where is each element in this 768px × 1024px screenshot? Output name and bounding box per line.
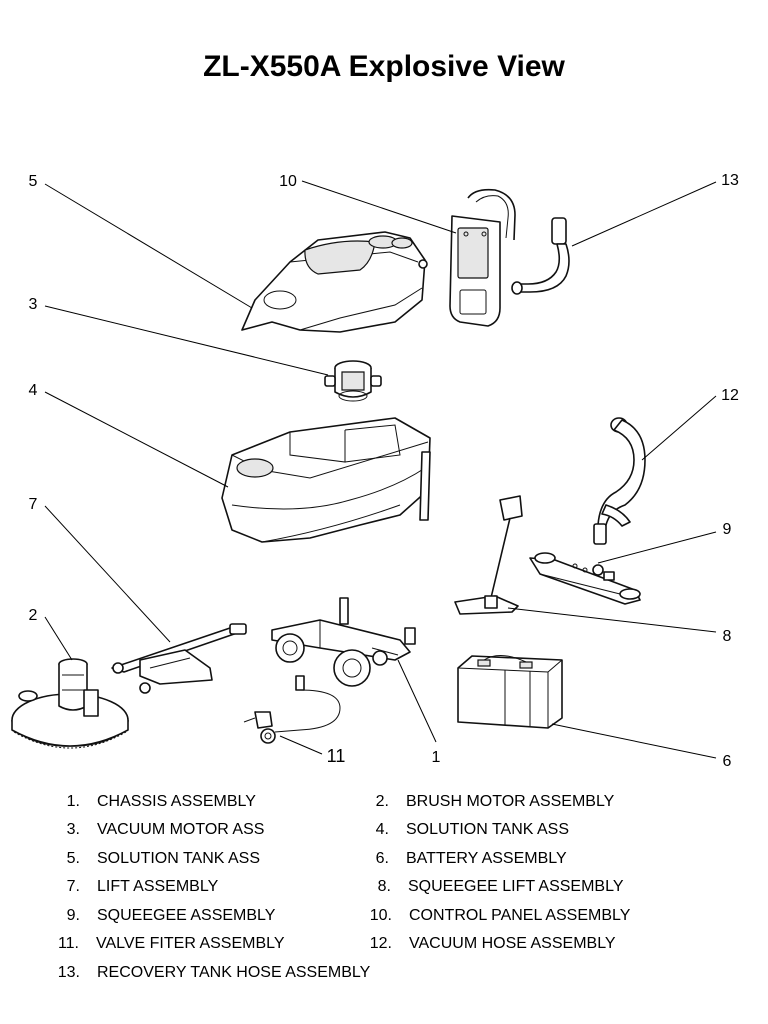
legend-label: BRUSH MOTOR ASSEMBLY	[406, 793, 615, 810]
callout-9: 9	[723, 521, 732, 538]
leader-lines	[44, 180, 717, 759]
part-13-recovery-hose	[511, 217, 570, 295]
legend-number: 13.	[57, 964, 80, 981]
part-7-lift-assembly	[111, 623, 247, 694]
legend-label: CONTROL PANEL ASSEMBLY	[409, 907, 631, 924]
part-4-solution-tank	[221, 417, 431, 543]
legend-item-1: 1. CHASSIS ASSEMBLY	[40, 791, 256, 813]
legend-item-12: 12. VACUUM HOSE ASSEMBLY	[352, 933, 616, 955]
callout-2: 2	[29, 607, 38, 624]
legend-item-11: 11. VALVE FITER ASSEMBLY	[39, 933, 285, 955]
part-5-tank-lid	[241, 231, 428, 333]
callout-13: 13	[721, 172, 739, 189]
page-title: ZL-X550A Explosive View	[203, 50, 565, 83]
legend-label: SQUEEGEE ASSEMBLY	[97, 907, 276, 924]
callout-4: 4	[29, 382, 38, 399]
legend-item-13: 13. RECOVERY TANK HOSE ASSEMBLY	[40, 962, 371, 984]
legend-label: RECOVERY TANK HOSE ASSEMBLY	[97, 964, 371, 981]
legend-number: 6.	[375, 850, 389, 867]
part-2-brush-motor	[11, 658, 129, 749]
exploded-view-diagram: 1 2 3 4 5 6 7 8 9 10 11 12 13	[11, 172, 739, 770]
legend-number: 2.	[375, 793, 389, 810]
legend-item-6: 6. BATTERY ASSEMBLY	[349, 848, 567, 870]
legend-item-2: 2. BRUSH MOTOR ASSEMBLY	[349, 791, 615, 813]
part-6-battery	[457, 655, 563, 729]
part-1-chassis	[271, 597, 416, 687]
legend-number: 7.	[66, 878, 80, 895]
legend-label: VALVE FITER ASSEMBLY	[96, 935, 285, 952]
legend-item-9: 9. SQUEEGEE ASSEMBLY	[40, 905, 276, 927]
legend-number: 8.	[377, 878, 391, 895]
legend-label: VACUUM MOTOR ASS	[97, 821, 265, 838]
legend-label: SQUEEGEE LIFT ASSEMBLY	[408, 878, 624, 895]
legend-number: 5.	[66, 850, 80, 867]
legend-number: 12.	[369, 935, 392, 952]
legend-label: SOLUTION TANK ASS	[97, 850, 261, 867]
callout-11: 11	[327, 746, 346, 766]
parts-legend: 1. CHASSIS ASSEMBLY 2. BRUSH MOTOR ASSEMBL…	[0, 790, 768, 990]
legend-number: 9.	[66, 907, 80, 924]
callout-8: 8	[723, 628, 732, 645]
callout-1: 1	[432, 749, 441, 766]
legend-item-4: 4. SOLUTION TANK ASS	[349, 819, 569, 841]
legend-label: BATTERY ASSEMBLY	[406, 850, 567, 867]
part-3-vacuum-motor	[324, 360, 382, 402]
part-11-valve-filter	[243, 675, 341, 744]
callout-12: 12	[721, 387, 739, 404]
part-10-control-panel	[449, 188, 516, 327]
legend-item-3: 3. VACUUM MOTOR ASS	[40, 819, 265, 841]
legend-label: LIFT ASSEMBLY	[97, 878, 219, 895]
callout-6: 6	[723, 753, 732, 770]
legend-number: 4.	[375, 821, 389, 838]
legend-number: 11.	[57, 935, 79, 952]
part-9-squeegee	[529, 552, 641, 605]
callout-3: 3	[29, 296, 38, 313]
legend-label: CHASSIS ASSEMBLY	[97, 793, 256, 810]
legend-item-7: 7. LIFT ASSEMBLY	[40, 876, 219, 898]
part-12-vacuum-hose	[593, 417, 646, 545]
legend-number: 1.	[66, 793, 80, 810]
part-8-squeegee-lift	[454, 495, 523, 615]
legend-number: 10.	[369, 907, 392, 924]
legend-number: 3.	[66, 821, 80, 838]
legend-item-8: 8. SQUEEGEE LIFT ASSEMBLY	[351, 876, 624, 898]
legend-item-5: 5. SOLUTION TANK ASS	[40, 848, 260, 870]
legend-label: SOLUTION TANK ASS	[406, 821, 570, 838]
legend-label: VACUUM HOSE ASSEMBLY	[409, 935, 616, 952]
callout-10: 10	[279, 173, 297, 190]
callout-7: 7	[29, 496, 38, 513]
legend-item-10: 10. CONTROL PANEL ASSEMBLY	[352, 905, 631, 927]
callout-5: 5	[29, 173, 38, 190]
